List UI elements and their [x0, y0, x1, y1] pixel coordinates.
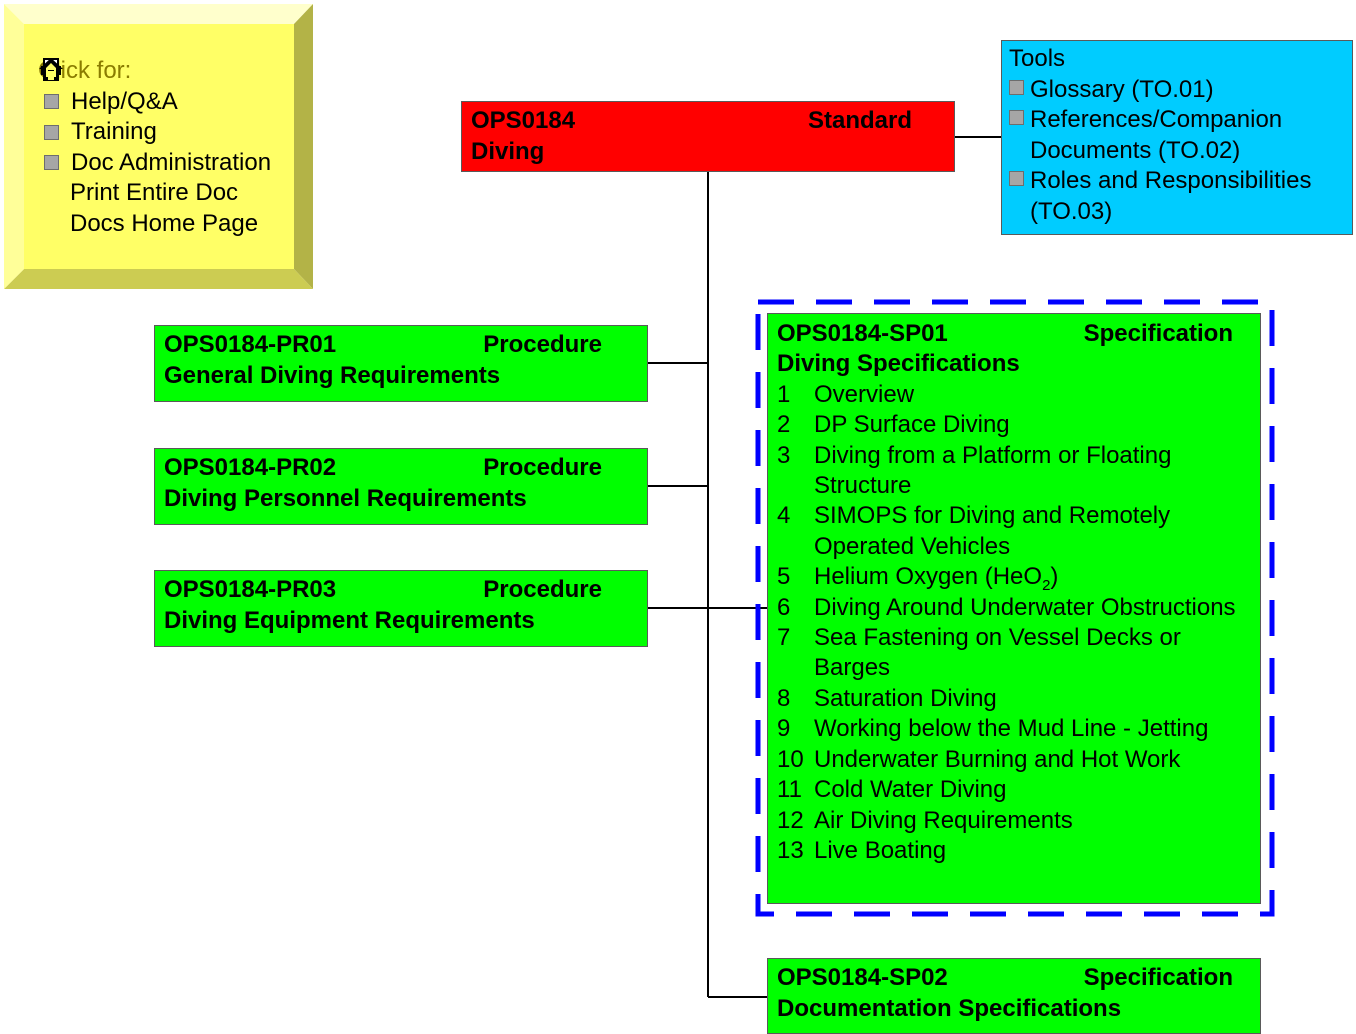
- specification-title: Documentation Specifications: [777, 995, 1122, 1022]
- toc-section-number: 7: [777, 624, 791, 652]
- toc-section-6[interactable]: 6 Diving Around Underwater Obstructions: [777, 593, 1251, 623]
- print-entire-doc-label: Print Entire Doc: [70, 179, 239, 206]
- square-bullet-icon: [1009, 171, 1024, 186]
- procedure-box-pr02[interactable]: OPS0184-PR02 Procedure Diving Personnel …: [154, 448, 648, 525]
- toc-section-10[interactable]: 10 Underwater Burning and Hot Work: [777, 745, 1251, 775]
- specification-code: OPS0184-SP01: [777, 320, 948, 347]
- toc-section-title: Helium Oxygen (HeO: [814, 563, 1043, 591]
- toc-section-number: 12: [777, 806, 804, 834]
- procedure-title: Diving Equipment Requirements: [164, 607, 535, 634]
- toc-section-4[interactable]: 4 SIMOPS for Diving and Remotely Operated…: [777, 501, 1251, 562]
- square-bullet-icon: [44, 94, 59, 110]
- procedure-box-pr01[interactable]: OPS0184-PR01 Procedure General Diving Re…: [154, 325, 648, 402]
- procedure-title: Diving Personnel Requirements: [164, 485, 527, 512]
- docs-home-page-label: Docs Home Page: [70, 209, 259, 237]
- doc-administration-link[interactable]: Doc Administration: [38, 148, 271, 179]
- printer-icon: [38, 58, 64, 206]
- toc-section-12[interactable]: 12 Air Diving Requirements: [777, 806, 1251, 836]
- procedure-box-pr03[interactable]: OPS0184-PR03 Procedure Diving Equipment …: [154, 570, 648, 647]
- toc-section-number: 8: [777, 684, 791, 712]
- toc-section-title: Overview: [814, 380, 915, 408]
- specification-box-sp01: OPS0184-SP01 Specification Diving Specif…: [767, 313, 1261, 904]
- toc-section-title: DP Surface Diving: [814, 411, 1010, 439]
- tools-title: Tools: [1009, 45, 1066, 72]
- toc-section-number: 11: [777, 776, 802, 804]
- toc-section-number: 3: [777, 441, 791, 469]
- toc-section-3[interactable]: 3 Diving from a Platform or Floating Stru…: [777, 441, 1251, 502]
- toc-section-suffix: ): [1050, 563, 1059, 591]
- toc-section-9[interactable]: 9 Working below the Mud Line - Jetting: [777, 714, 1251, 744]
- specification-code: OPS0184-SP02: [777, 964, 948, 991]
- standard-type: Standard: [807, 107, 912, 134]
- toc-section-title: Cold Water Diving: [814, 776, 1007, 804]
- toc-section-11[interactable]: 11 Cold Water Diving: [777, 775, 1251, 805]
- tool-roles-label: Roles and Responsibilities (TO.03): [1030, 167, 1312, 225]
- toc-section-number: 6: [777, 593, 791, 621]
- training-link[interactable]: Training: [38, 117, 271, 148]
- help-qa-label: Help/Q&A: [71, 87, 178, 115]
- standard-code: OPS0184: [471, 107, 576, 134]
- procedure-type: Procedure: [483, 576, 602, 603]
- square-bullet-icon: [44, 155, 59, 171]
- help-panel-bevel: [4, 4, 313, 289]
- toc-section-number: 4: [777, 502, 791, 530]
- tool-glossary-link[interactable]: Glossary (TO.01): [1009, 75, 1344, 106]
- print-entire-doc-link[interactable]: Print Entire Doc: [38, 58, 271, 209]
- toc-section-title: Sea Fastening on Vessel Decks or Barges: [814, 624, 1181, 682]
- toc-section-number: 5: [777, 563, 791, 591]
- procedure-type: Procedure: [483, 331, 602, 358]
- specification-header[interactable]: OPS0184-SP01 Specification: [777, 319, 1251, 349]
- toc-section-13[interactable]: 13 Live Boating: [777, 836, 1251, 866]
- specification-box-sp02[interactable]: OPS0184-SP02 Specification Documentation…: [767, 958, 1261, 1034]
- toc-section-number: 1: [777, 380, 791, 408]
- toc-section-number: 9: [777, 715, 791, 743]
- toc-section-title: SIMOPS for Diving and Remotely Operated …: [814, 502, 1171, 560]
- toc-section-8[interactable]: 8 Saturation Diving: [777, 684, 1251, 714]
- toc-section-1[interactable]: 1 Overview: [777, 380, 1251, 410]
- toc-section-number: 2: [777, 411, 791, 439]
- square-bullet-icon: [1009, 79, 1024, 95]
- docs-home-page-link[interactable]: Docs Home Page: [38, 58, 271, 240]
- toc-section-title: Underwater Burning and Hot Work: [814, 745, 1181, 773]
- toc-section-title: Working below the Mud Line - Jetting: [814, 715, 1209, 743]
- procedure-code: OPS0184-PR03: [164, 576, 337, 603]
- tool-references-label: References/Companion Documents (TO.02): [1030, 106, 1283, 164]
- tools-box: Tools Glossary (TO.01) References/Compan…: [1001, 40, 1353, 235]
- toc-section-number: 10: [777, 745, 804, 773]
- doc-administration-label: Doc Administration: [71, 148, 272, 176]
- toc-section-title: Live Boating: [814, 836, 947, 864]
- toc-section-number: 13: [777, 836, 804, 864]
- square-bullet-icon: [1009, 110, 1024, 125]
- toc-section-title: Air Diving Requirements: [814, 806, 1073, 834]
- procedure-code: OPS0184-PR01: [164, 331, 337, 358]
- standard-title: Diving: [471, 138, 545, 165]
- toc-section-title: Diving Around Underwater Obstructions: [814, 593, 1236, 621]
- specification-title: Diving Specifications: [777, 350, 1020, 378]
- tool-glossary-label: Glossary (TO.01): [1030, 75, 1214, 103]
- home-icon: [38, 58, 64, 237]
- specification-type: Specification: [1083, 964, 1233, 991]
- tool-references-link[interactable]: References/Companion Documents (TO.02): [1009, 105, 1344, 166]
- standard-box[interactable]: OPS0184 Standard Diving: [461, 101, 955, 172]
- help-panel: Click for: Help/Q&A Training Doc Adminis…: [4, 4, 313, 289]
- help-qa-link[interactable]: Help/Q&A: [38, 87, 271, 118]
- procedure-code: OPS0184-PR02: [164, 454, 337, 481]
- toc-section-7[interactable]: 7 Sea Fastening on Vessel Decks or Barges: [777, 623, 1251, 684]
- training-label: Training: [71, 118, 157, 145]
- specification-type: Specification: [1083, 320, 1233, 347]
- help-panel-title: Click for:: [38, 57, 132, 84]
- toc-section-title: Diving from a Platform or Floating Struc…: [814, 441, 1172, 500]
- procedure-type: Procedure: [483, 454, 602, 481]
- toc-section-2[interactable]: 2 DP Surface Diving: [777, 410, 1251, 440]
- tool-roles-link[interactable]: Roles and Responsibilities (TO.03): [1009, 166, 1344, 227]
- toc-section-title: Saturation Diving: [814, 684, 997, 712]
- procedure-title: General Diving Requirements: [164, 362, 501, 389]
- square-bullet-icon: [44, 124, 59, 140]
